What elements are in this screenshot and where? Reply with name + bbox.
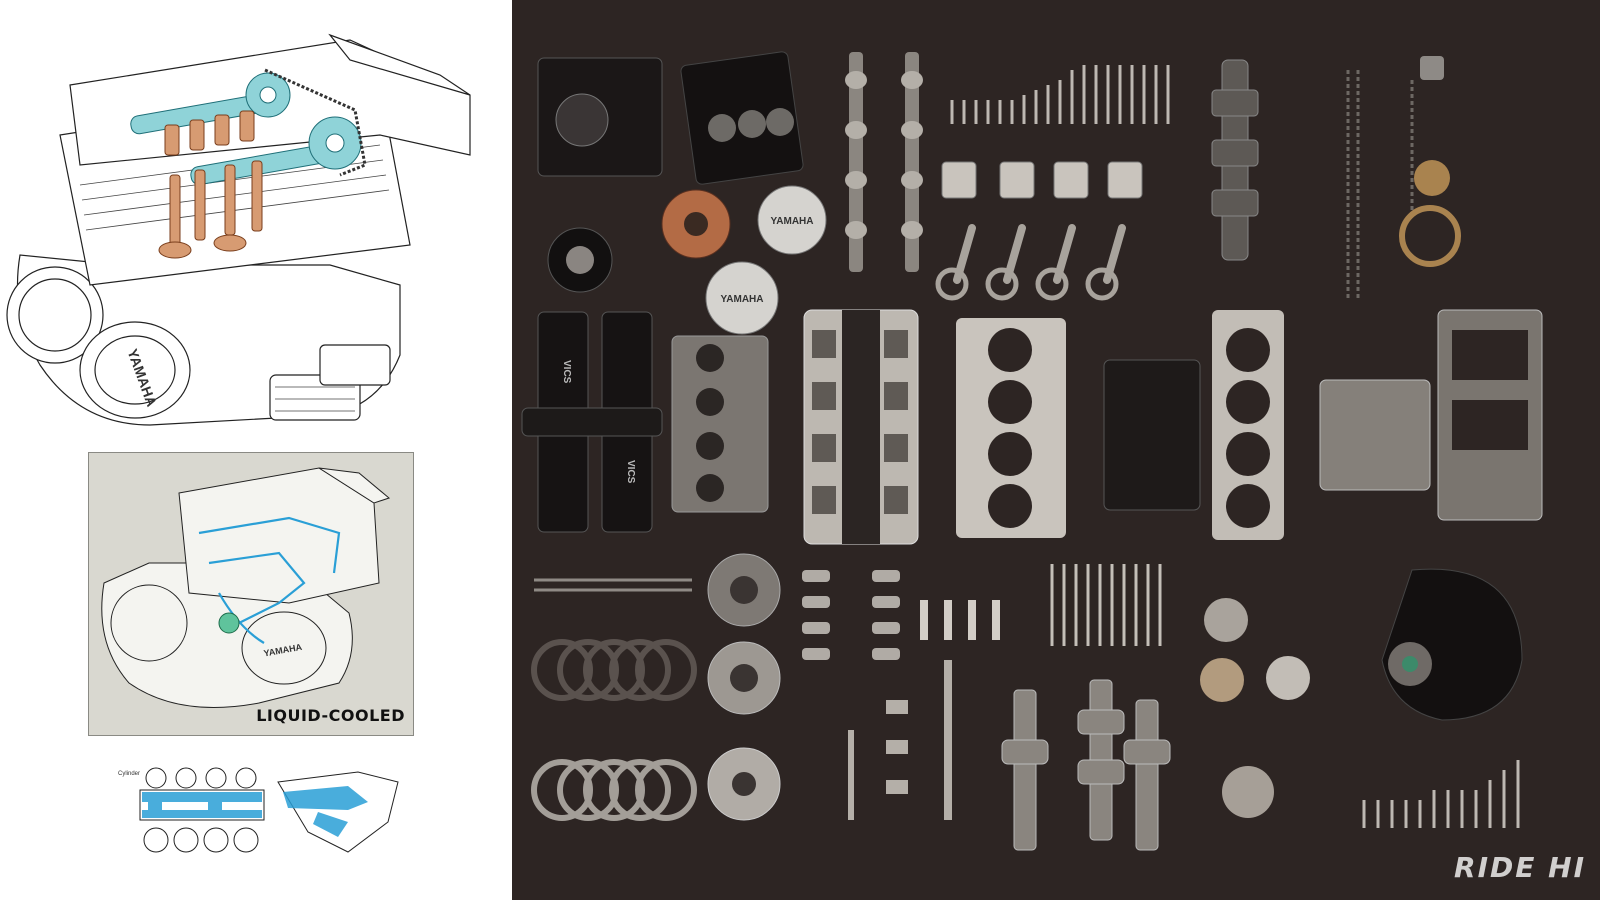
starter-gear <box>1414 160 1450 196</box>
head-bolts <box>1050 564 1162 646</box>
cover-text-2: YAMAHA <box>721 294 764 305</box>
coolant-passage-diagram <box>139 767 399 853</box>
cylinder-head <box>803 309 919 545</box>
base-gasket <box>1212 310 1284 540</box>
cam-chains <box>1346 70 1414 300</box>
generator-cover <box>1381 568 1523 721</box>
engine-parts-layout: YAMAHA YAMAHA <box>521 51 1543 851</box>
illustration-column: YAMAHA YAMAHA LIQUID-COOLED <box>0 0 500 900</box>
crankshaft <box>1211 59 1259 261</box>
carburetor-bank <box>671 335 769 513</box>
cover-text-1: YAMAHA <box>771 216 814 227</box>
head-gasket <box>956 318 1066 538</box>
cylinder-block <box>1103 359 1201 511</box>
spark-plugs <box>920 600 1000 640</box>
clutch-hubs <box>707 553 781 821</box>
liquid-cooled-panel: YAMAHA LIQUID-COOLED <box>88 452 414 736</box>
vics-text-1: VICS <box>561 360 572 384</box>
vics-text-2: VICS <box>625 460 636 484</box>
ride-hi-watermark: RIDE HI <box>1454 851 1586 884</box>
liquid-cooled-engine-illustration: YAMAHA <box>101 467 391 708</box>
pistons <box>941 161 1143 199</box>
bolt-row-top <box>950 65 1170 124</box>
engine-cutaway-illustration: YAMAHA <box>6 33 471 426</box>
main-bearings <box>802 570 900 660</box>
yamaha-side-cover <box>757 185 827 255</box>
cylinder-head-cover <box>537 51 804 185</box>
liquid-cooled-label: LIQUID-COOLED <box>256 706 405 725</box>
valve-springs <box>534 578 692 592</box>
transmission-shafts <box>1001 679 1171 851</box>
camshafts <box>845 52 923 272</box>
shift-forks <box>848 660 952 820</box>
airbox-covers <box>521 311 663 533</box>
starter-clutch <box>1399 205 1461 267</box>
cooling-caption: Cylinder <box>118 771 141 777</box>
sprockets <box>1200 598 1310 818</box>
crankcase-halves <box>1319 309 1543 521</box>
engine-parts-photo: YAMAHA YAMAHA <box>512 0 1600 900</box>
yamaha-point-cover <box>705 261 779 335</box>
bolt-row-bottom <box>1362 760 1520 828</box>
clutch-plates <box>531 639 697 821</box>
